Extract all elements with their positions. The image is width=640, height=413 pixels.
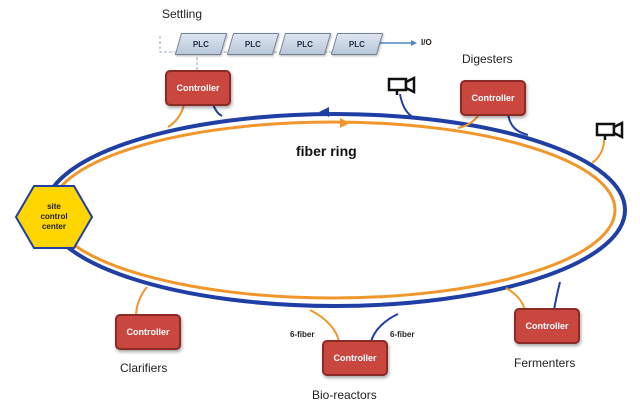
controller-digesters: Controller [460,80,526,116]
camera-top-link [399,93,414,118]
controller-label: Controller [333,353,377,363]
plc-label: PLC [193,39,209,49]
outer-ring-direction-arrow [319,107,329,117]
controller-label: Controller [176,83,220,93]
controller-clarifiers: Controller [115,314,181,350]
plc-block-3: PLC [278,33,332,55]
site-control-center: site control center [14,184,94,250]
digesters-controller-blue-link [507,113,529,136]
io-arrow-head-right [411,40,417,46]
plc-label: PLC [245,39,261,49]
controller-bioreactors: Controller [322,340,388,376]
site-control-center-label: site control center [29,202,79,232]
bioreactors-controller-orange-link [309,309,340,343]
settling-label: Settling [162,7,203,21]
fermenters-label: Fermenters [514,356,576,370]
clarifiers-label: Clarifiers [120,361,168,375]
plc-label: PLC [349,39,365,49]
bioreactors-label: Bio-reactors [312,388,377,402]
six-fiber-label-right: 6-fiber [390,330,415,339]
site-control-center-line-3: center [41,222,66,231]
controller-settling: Controller [165,70,231,106]
site-control-center-line-1: site [47,202,61,211]
controller-fermenters: Controller [514,308,580,344]
site-control-center-line-2: control [40,212,68,221]
camera-icon [595,121,624,140]
controller-label: Controller [126,327,170,337]
io-label: I/O [421,38,432,47]
camera-icon [387,76,416,95]
camera-right-link [591,139,605,164]
plc-block-1: PLC [174,33,228,55]
controller-label: Controller [525,321,569,331]
digesters-label: Digesters [462,52,513,66]
bioreactors-controller-blue-link [370,313,399,343]
six-fiber-label-left: 6-fiber [290,330,315,339]
plc-label: PLC [297,39,313,49]
plc-block-4: PLC [330,33,384,55]
inner-ring-direction-arrow [340,118,350,128]
settling-controller-orange-link [167,103,185,128]
fermenters-controller-orange-link [505,287,526,311]
fermenters-controller-blue-link [553,281,561,311]
fiber-ring-label: fiber ring [296,143,357,159]
clarifiers-controller-orange-link [135,286,148,317]
plc-block-2: PLC [226,33,280,55]
hexagon-shape [14,185,94,249]
controller-label: Controller [471,93,515,103]
